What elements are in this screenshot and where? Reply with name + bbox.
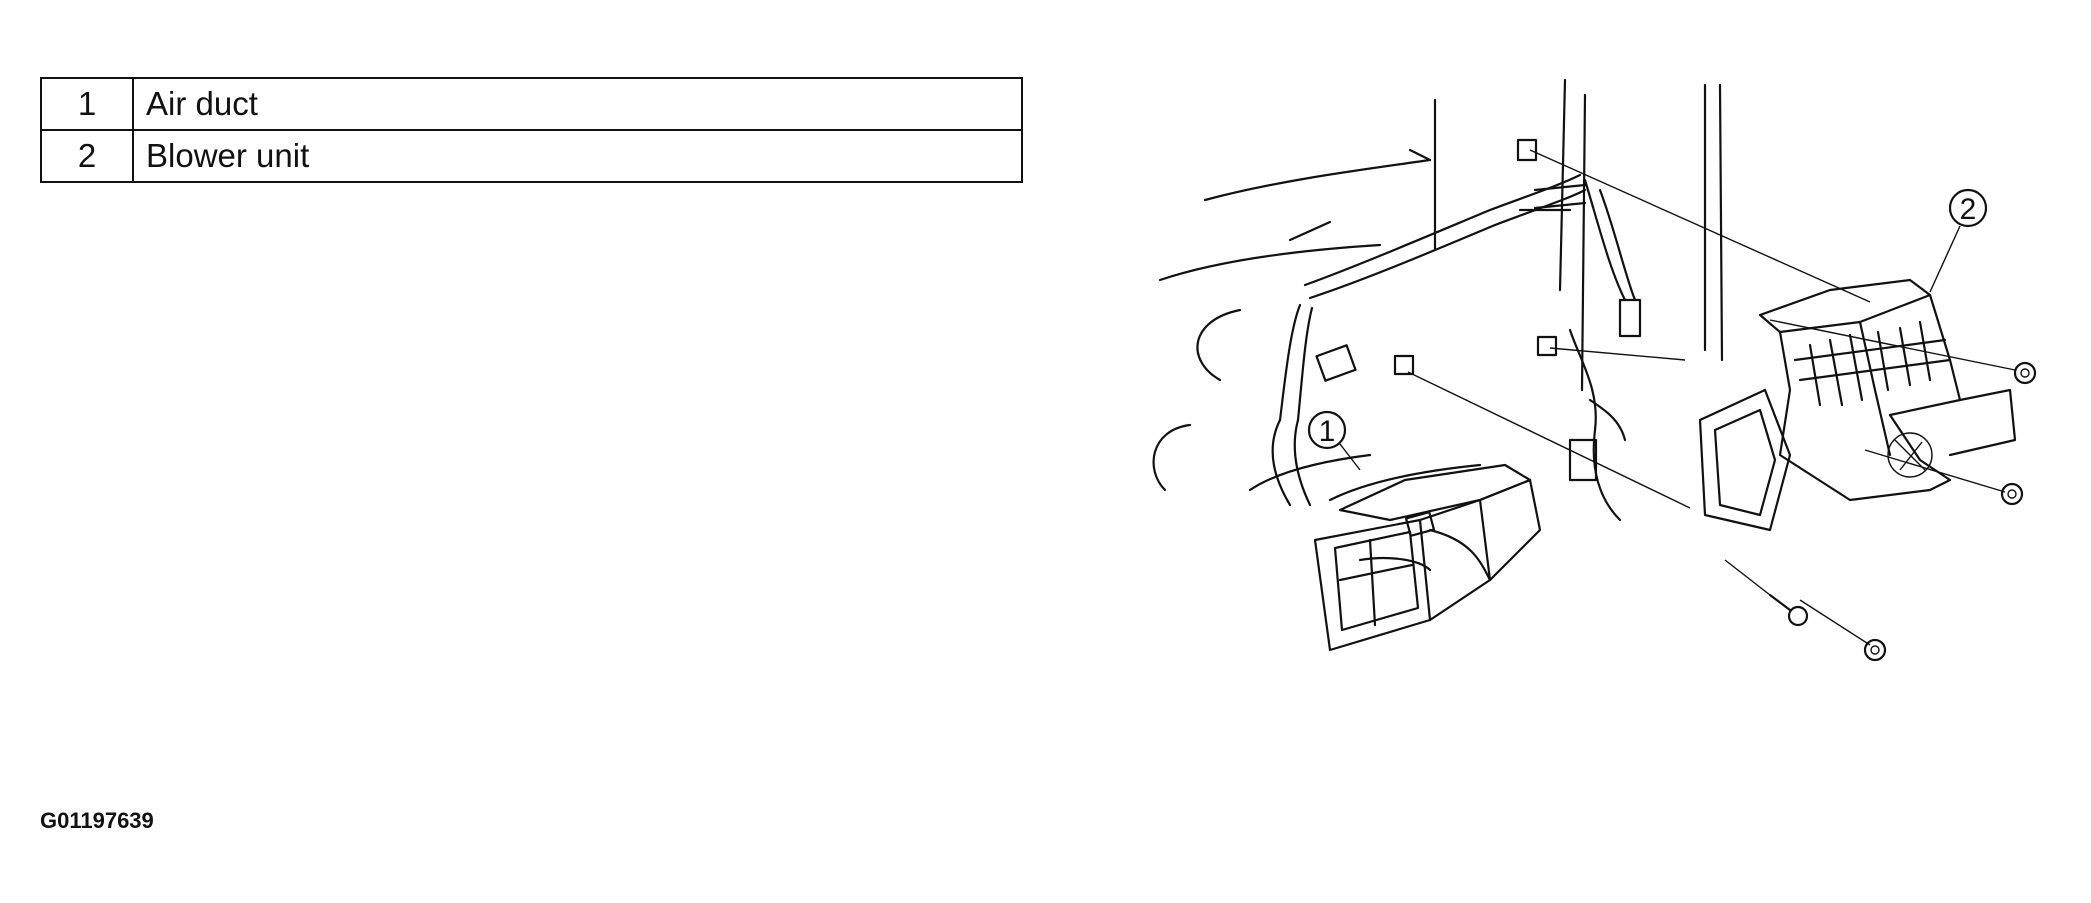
vehicle-body-lines (1152, 78, 1724, 582)
bolt-icon (1768, 593, 1809, 627)
wire-harness (1271, 173, 1642, 522)
legend-table: 1 Air duct 2 Blower unit (40, 77, 1023, 183)
callout-2-label: 2 (1960, 193, 1977, 226)
callout-1-label: 1 (1319, 415, 1336, 448)
callout-2: 2 (1929, 188, 1988, 293)
air-duct (1313, 463, 1542, 652)
figure-code: G01197639 (40, 808, 154, 833)
nut-icon (1863, 638, 1887, 662)
legend-row-air-duct: 1 Air duct (40, 77, 1023, 131)
legend-row-blower-unit: 2 Blower unit (40, 129, 1023, 183)
exploded-view-diagram: 2 1 (1152, 78, 2037, 662)
legend-number: 2 (40, 129, 134, 183)
callout-1: 1 (1307, 410, 1361, 471)
legend-label: Blower unit (132, 129, 1023, 183)
blower-unit (1698, 278, 2017, 532)
nut-icon (2000, 482, 2024, 506)
legend-number: 1 (40, 77, 134, 131)
legend-label: Air duct (132, 77, 1023, 131)
clip-markers (1393, 138, 1572, 376)
fasteners (1768, 361, 2037, 662)
nut-icon (2013, 361, 2037, 385)
